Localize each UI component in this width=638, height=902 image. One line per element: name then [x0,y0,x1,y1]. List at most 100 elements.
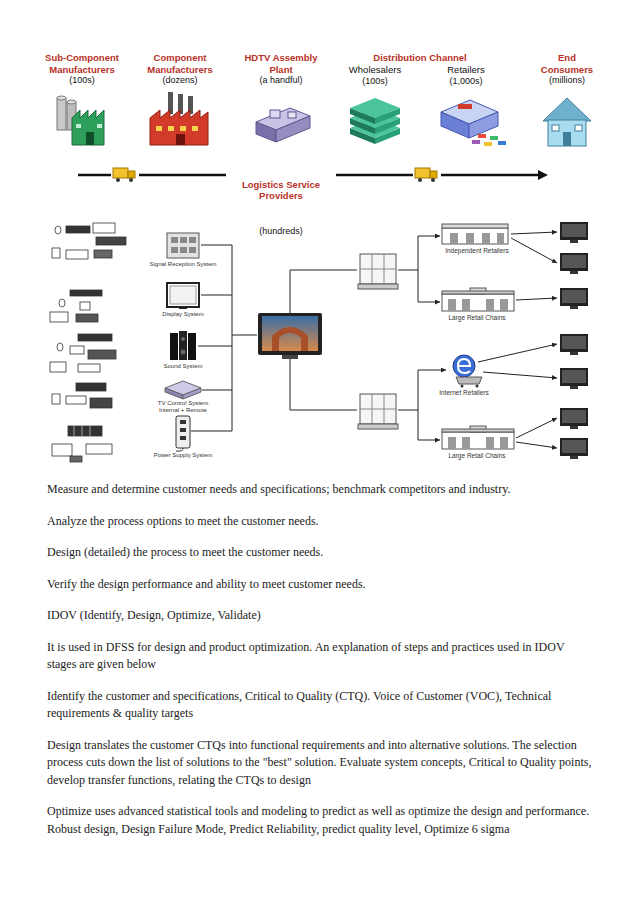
flow-arrow-part [139,174,226,177]
hdtv-image-part [262,316,318,351]
body-paragraph: Measure and determine customer needs and… [47,481,595,499]
consumer-tv-icon-part [562,224,586,237]
signal-reception-icon-part [167,233,199,258]
display-icon-part [179,307,187,309]
body-paragraph: Design translates the customer CTQs into… [47,737,595,790]
truck-icon-part [418,178,422,182]
node-heading: Independent Retailers [439,247,515,255]
node-heading: End Consumers [535,52,599,75]
store-icon [442,288,514,311]
wholesaler-warehouse-icon-part [350,98,400,118]
component-part-icon-part [90,426,91,436]
power-strip-icon-part [180,428,186,432]
sound-system-icon-part [181,337,185,341]
node-heading: Power Supply System [141,452,225,459]
truck-icon-part [129,178,133,182]
node-count: (a handful) [239,75,323,86]
component-part-icon-part [70,290,102,296]
power-strip-icon-part [176,448,183,451]
assembly-plant-icon-part [256,122,276,142]
truck-icon-part [431,178,435,182]
store-icon-part [500,437,508,449]
component-part-icon-part [50,362,66,372]
retail-store-icon-part [484,142,492,146]
supply-stage: Component Manufacturers(dozens) [140,52,220,86]
consumer-tv-icon-part [562,440,586,453]
retail-store-icon-part [469,112,498,138]
house-icon-part [552,125,559,131]
component-part-icon-part [82,426,83,436]
component-part-icon-part [78,364,100,372]
house-icon [543,98,591,146]
node-heading: Sub-Component Manufacturers [39,52,125,75]
node-heading: Large Retail Chains [439,452,515,460]
component-part-icon-part [94,250,112,258]
retail-store-icon-part [458,104,472,109]
consumer-wires-part [511,232,557,234]
store-icon-part [442,429,514,432]
consumer-wires-part [516,442,557,448]
retail-wires [398,236,446,440]
consumer-tv-icon-part [560,334,588,352]
body-paragraph: Verify the design performance and abilit… [47,576,595,594]
system-node: Power Supply System [141,452,225,459]
assembly-plant-icon-part [276,116,310,142]
store-icon [442,224,508,244]
consumer-tv-icon-part [570,386,578,389]
system-wires-part [202,390,232,391]
provider-heading: Logistics Service Providers [238,179,324,202]
internet-retailer-icon-part [456,377,482,384]
node-heading: TV Control System Internal + Remote [155,400,211,414]
sound-system-icon-part [181,350,186,355]
assembly-plant-icon-part [288,112,296,118]
subcomponent-factory-icon-part [57,98,66,130]
system-node: Sound System [141,363,225,370]
component-part-icon-part [57,343,63,351]
system-node: TV Control System Internal + Remote [155,400,211,414]
component-part-icon-part [66,250,88,259]
component-factory-icon-part [168,126,174,131]
house-icon-part [543,98,591,121]
consumer-tv-icon-part [560,253,588,271]
body-paragraph: Optimize uses advanced statistical tools… [47,803,595,838]
subcomponent-factory-icon-part [67,100,76,104]
display-icon-part [170,286,196,304]
hdtv-image-part [282,355,298,359]
consumer-tv-icon-part [570,352,578,355]
pallet-icon-part [360,409,396,410]
display-icon [167,283,199,309]
component-factory-icon-part [150,110,208,145]
retail-wires-part [398,410,418,411]
subcomponent-factory-icon-part [57,96,66,100]
component-part-icon-part [76,383,106,391]
component-part-icon-part [96,237,126,245]
system-wires-part [201,245,232,246]
hdtv-image-part [258,313,322,355]
retail-wires-part [398,270,418,271]
component-part-icon-part [66,226,90,233]
node-heading: HDTV Assembly Plant [239,52,323,75]
consumer-tv-icon-part [562,290,586,303]
signal-reception-icon-part [180,247,187,253]
internet-retailer-icon-part [453,355,475,377]
pallet-icon-part [360,394,396,424]
component-part-icon [52,383,112,408]
distribution-wires-part [290,359,357,410]
consumer-wires-part [516,298,557,300]
component-part-icon-part [59,299,65,307]
component-part-icon-part [50,312,68,322]
internet-retailer-icon-part [461,385,464,388]
subcomponent-factory-icon-part [97,124,102,128]
consumer-tv-icon-part [560,222,588,240]
retail-store-icon [441,100,506,146]
retailer-node: Large Retail Chains [439,314,515,322]
component-part-icon-part [76,314,98,322]
system-node: Signal Reception System [141,261,225,268]
truck-icon [113,168,135,182]
store-icon-part [462,437,470,449]
component-part-icon-part [66,396,86,404]
consumer-tv-icon-part [570,306,578,309]
component-part-icon [52,426,112,462]
consumer-tv-icon-part [560,408,588,426]
